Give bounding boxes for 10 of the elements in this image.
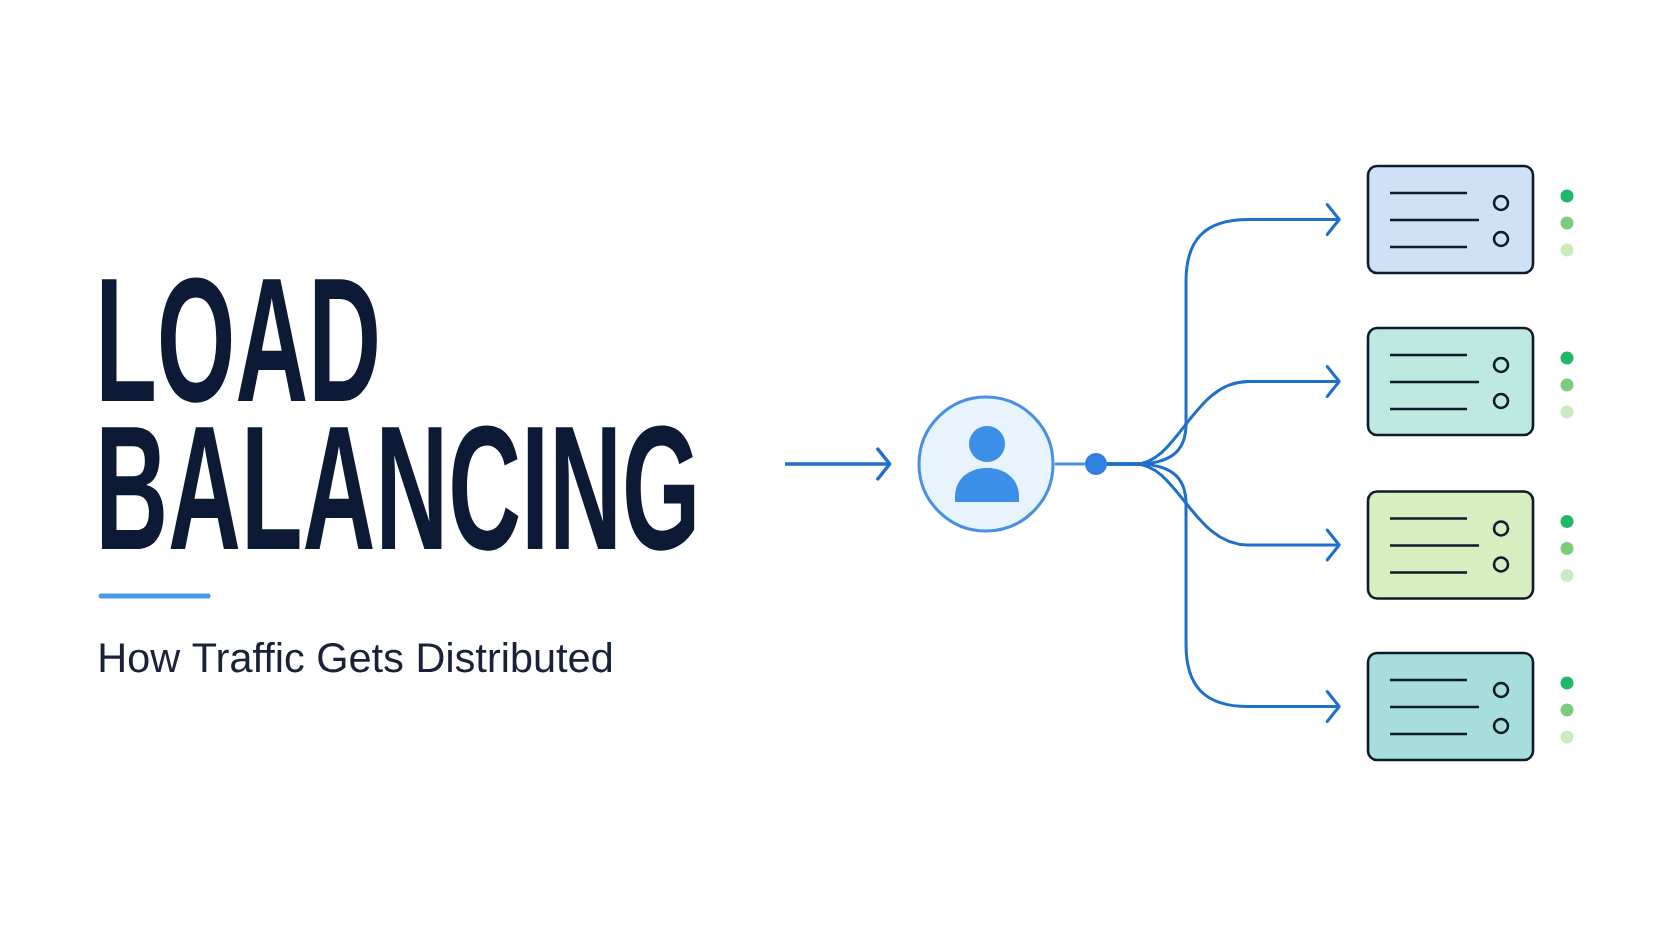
title: LOAD BALANCING [101, 277, 695, 551]
arrow [785, 447, 892, 481]
junction-dot [1085, 453, 1107, 475]
arrow [1107, 462, 1341, 723]
server-box [1366, 490, 1535, 600]
server-box [1366, 164, 1535, 275]
server-box [1366, 651, 1535, 762]
connector-line [1054, 462, 1085, 466]
server-box [1366, 326, 1535, 437]
subtitle: How Traffic Gets Distributed [100, 641, 612, 673]
